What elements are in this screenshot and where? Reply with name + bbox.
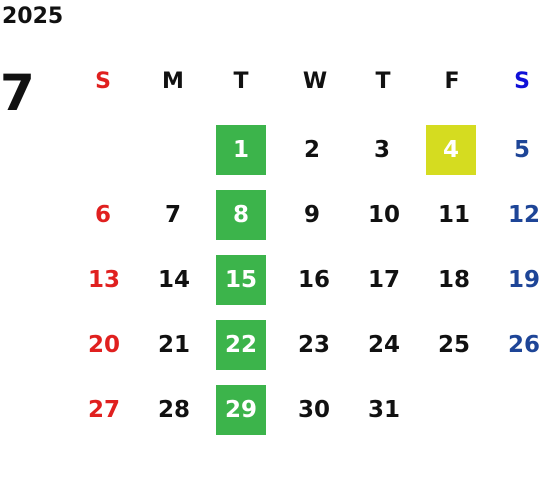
day-cell[interactable]: 29 <box>216 385 266 435</box>
day-cell[interactable]: 12 <box>507 202 540 228</box>
day-cell[interactable]: 1 <box>216 125 266 175</box>
day-cell[interactable]: 3 <box>373 137 390 163</box>
weekday-sunday: S <box>95 69 111 94</box>
weekday-saturday: S <box>514 69 530 94</box>
day-cell[interactable]: 25 <box>437 332 470 358</box>
day-cell[interactable]: 10 <box>367 202 400 228</box>
day-cell[interactable]: 17 <box>367 267 400 293</box>
day-cell[interactable]: 5 <box>513 137 530 163</box>
day-cell[interactable]: 28 <box>157 397 190 423</box>
day-cell[interactable]: 20 <box>87 332 120 358</box>
day-cell[interactable]: 30 <box>297 397 330 423</box>
day-cell[interactable]: 21 <box>157 332 190 358</box>
month-number: 7 <box>0 64 35 122</box>
day-cell[interactable]: 18 <box>437 267 470 293</box>
day-cell[interactable]: 24 <box>367 332 400 358</box>
day-cell[interactable]: 15 <box>216 255 266 305</box>
day-cell[interactable]: 7 <box>164 202 181 228</box>
weekday-wednesday: W <box>302 69 328 94</box>
year-label: 2025 <box>2 4 64 29</box>
weekday-thursday: T <box>375 69 391 94</box>
day-cell[interactable]: 27 <box>87 397 120 423</box>
day-cell[interactable]: 26 <box>507 332 540 358</box>
day-cell[interactable]: 22 <box>216 320 266 370</box>
day-cell[interactable]: 13 <box>87 267 120 293</box>
day-cell[interactable]: 31 <box>367 397 400 423</box>
weekday-monday: M <box>162 69 184 94</box>
weekday-tuesday: T <box>233 69 249 94</box>
day-cell[interactable]: 2 <box>303 137 320 163</box>
day-cell[interactable]: 4 <box>426 125 476 175</box>
day-cell[interactable]: 9 <box>303 202 320 228</box>
day-cell[interactable]: 14 <box>157 267 190 293</box>
day-cell[interactable]: 23 <box>297 332 330 358</box>
day-cell[interactable]: 19 <box>507 267 540 293</box>
day-cell[interactable]: 11 <box>437 202 470 228</box>
day-cell[interactable]: 8 <box>216 190 266 240</box>
day-cell[interactable]: 6 <box>94 202 111 228</box>
weekday-friday: F <box>444 69 460 94</box>
day-cell[interactable]: 16 <box>297 267 330 293</box>
